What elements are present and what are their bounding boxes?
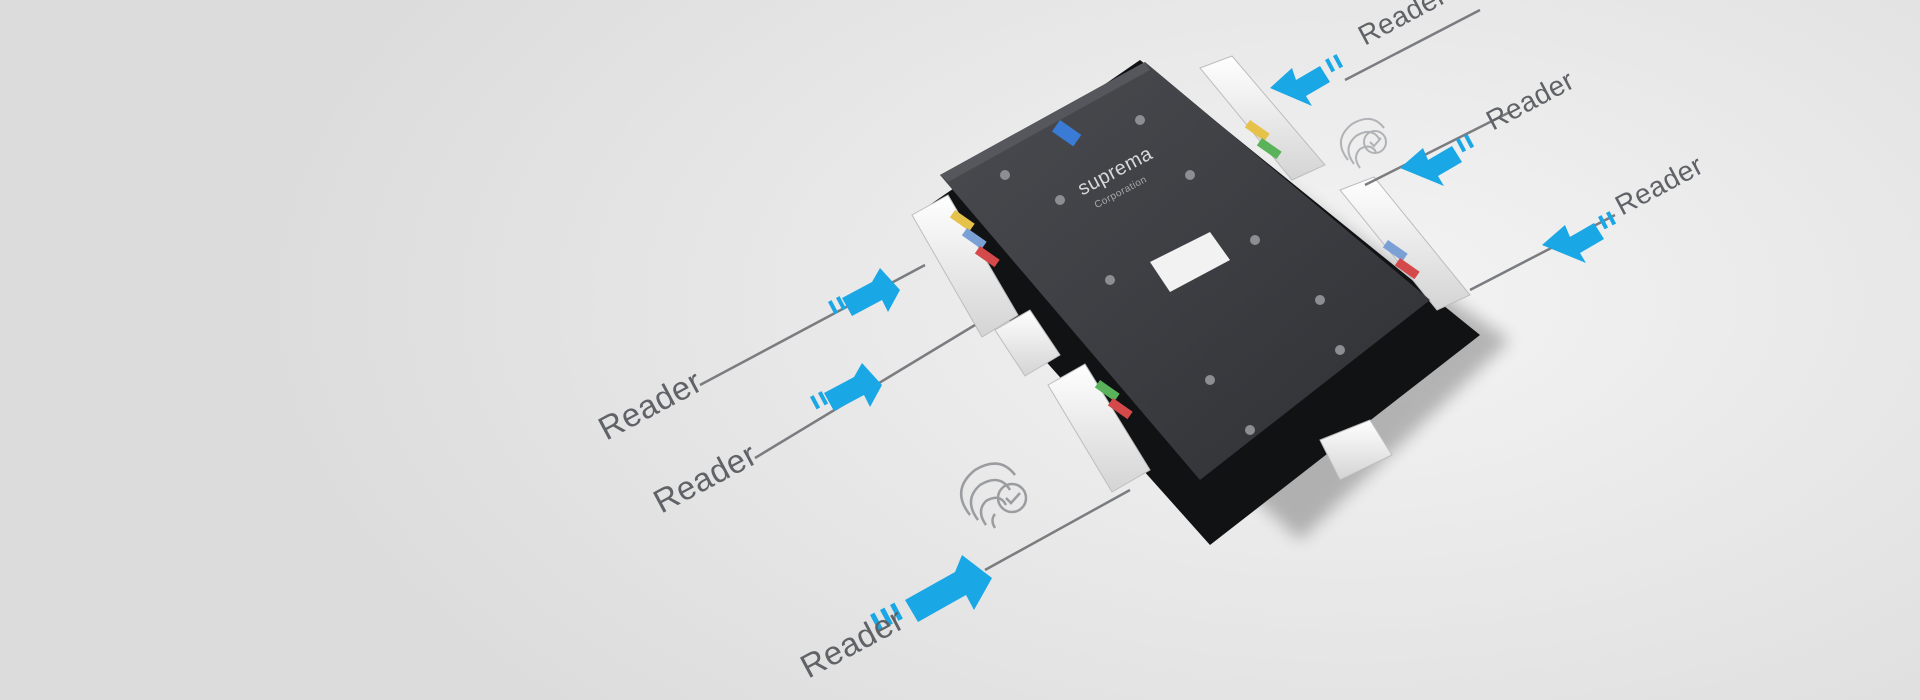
terminal-blocks-left	[911, 194, 1151, 493]
terminal-blocks-right	[1199, 55, 1471, 481]
fingerprint-icon	[960, 462, 1028, 529]
reader-arrow-6	[1542, 211, 1617, 263]
reader-arrow-3	[870, 555, 992, 631]
reader-arrow-4	[1270, 54, 1344, 106]
reader-arrow-2	[809, 363, 882, 411]
connector-labels	[949, 120, 1420, 420]
fingerprint-icon	[1340, 117, 1387, 169]
board-screws	[1000, 115, 1345, 435]
reader-arrow-5	[1400, 134, 1475, 186]
board-sticker	[1150, 232, 1230, 292]
reader-arrow-1	[828, 268, 900, 316]
